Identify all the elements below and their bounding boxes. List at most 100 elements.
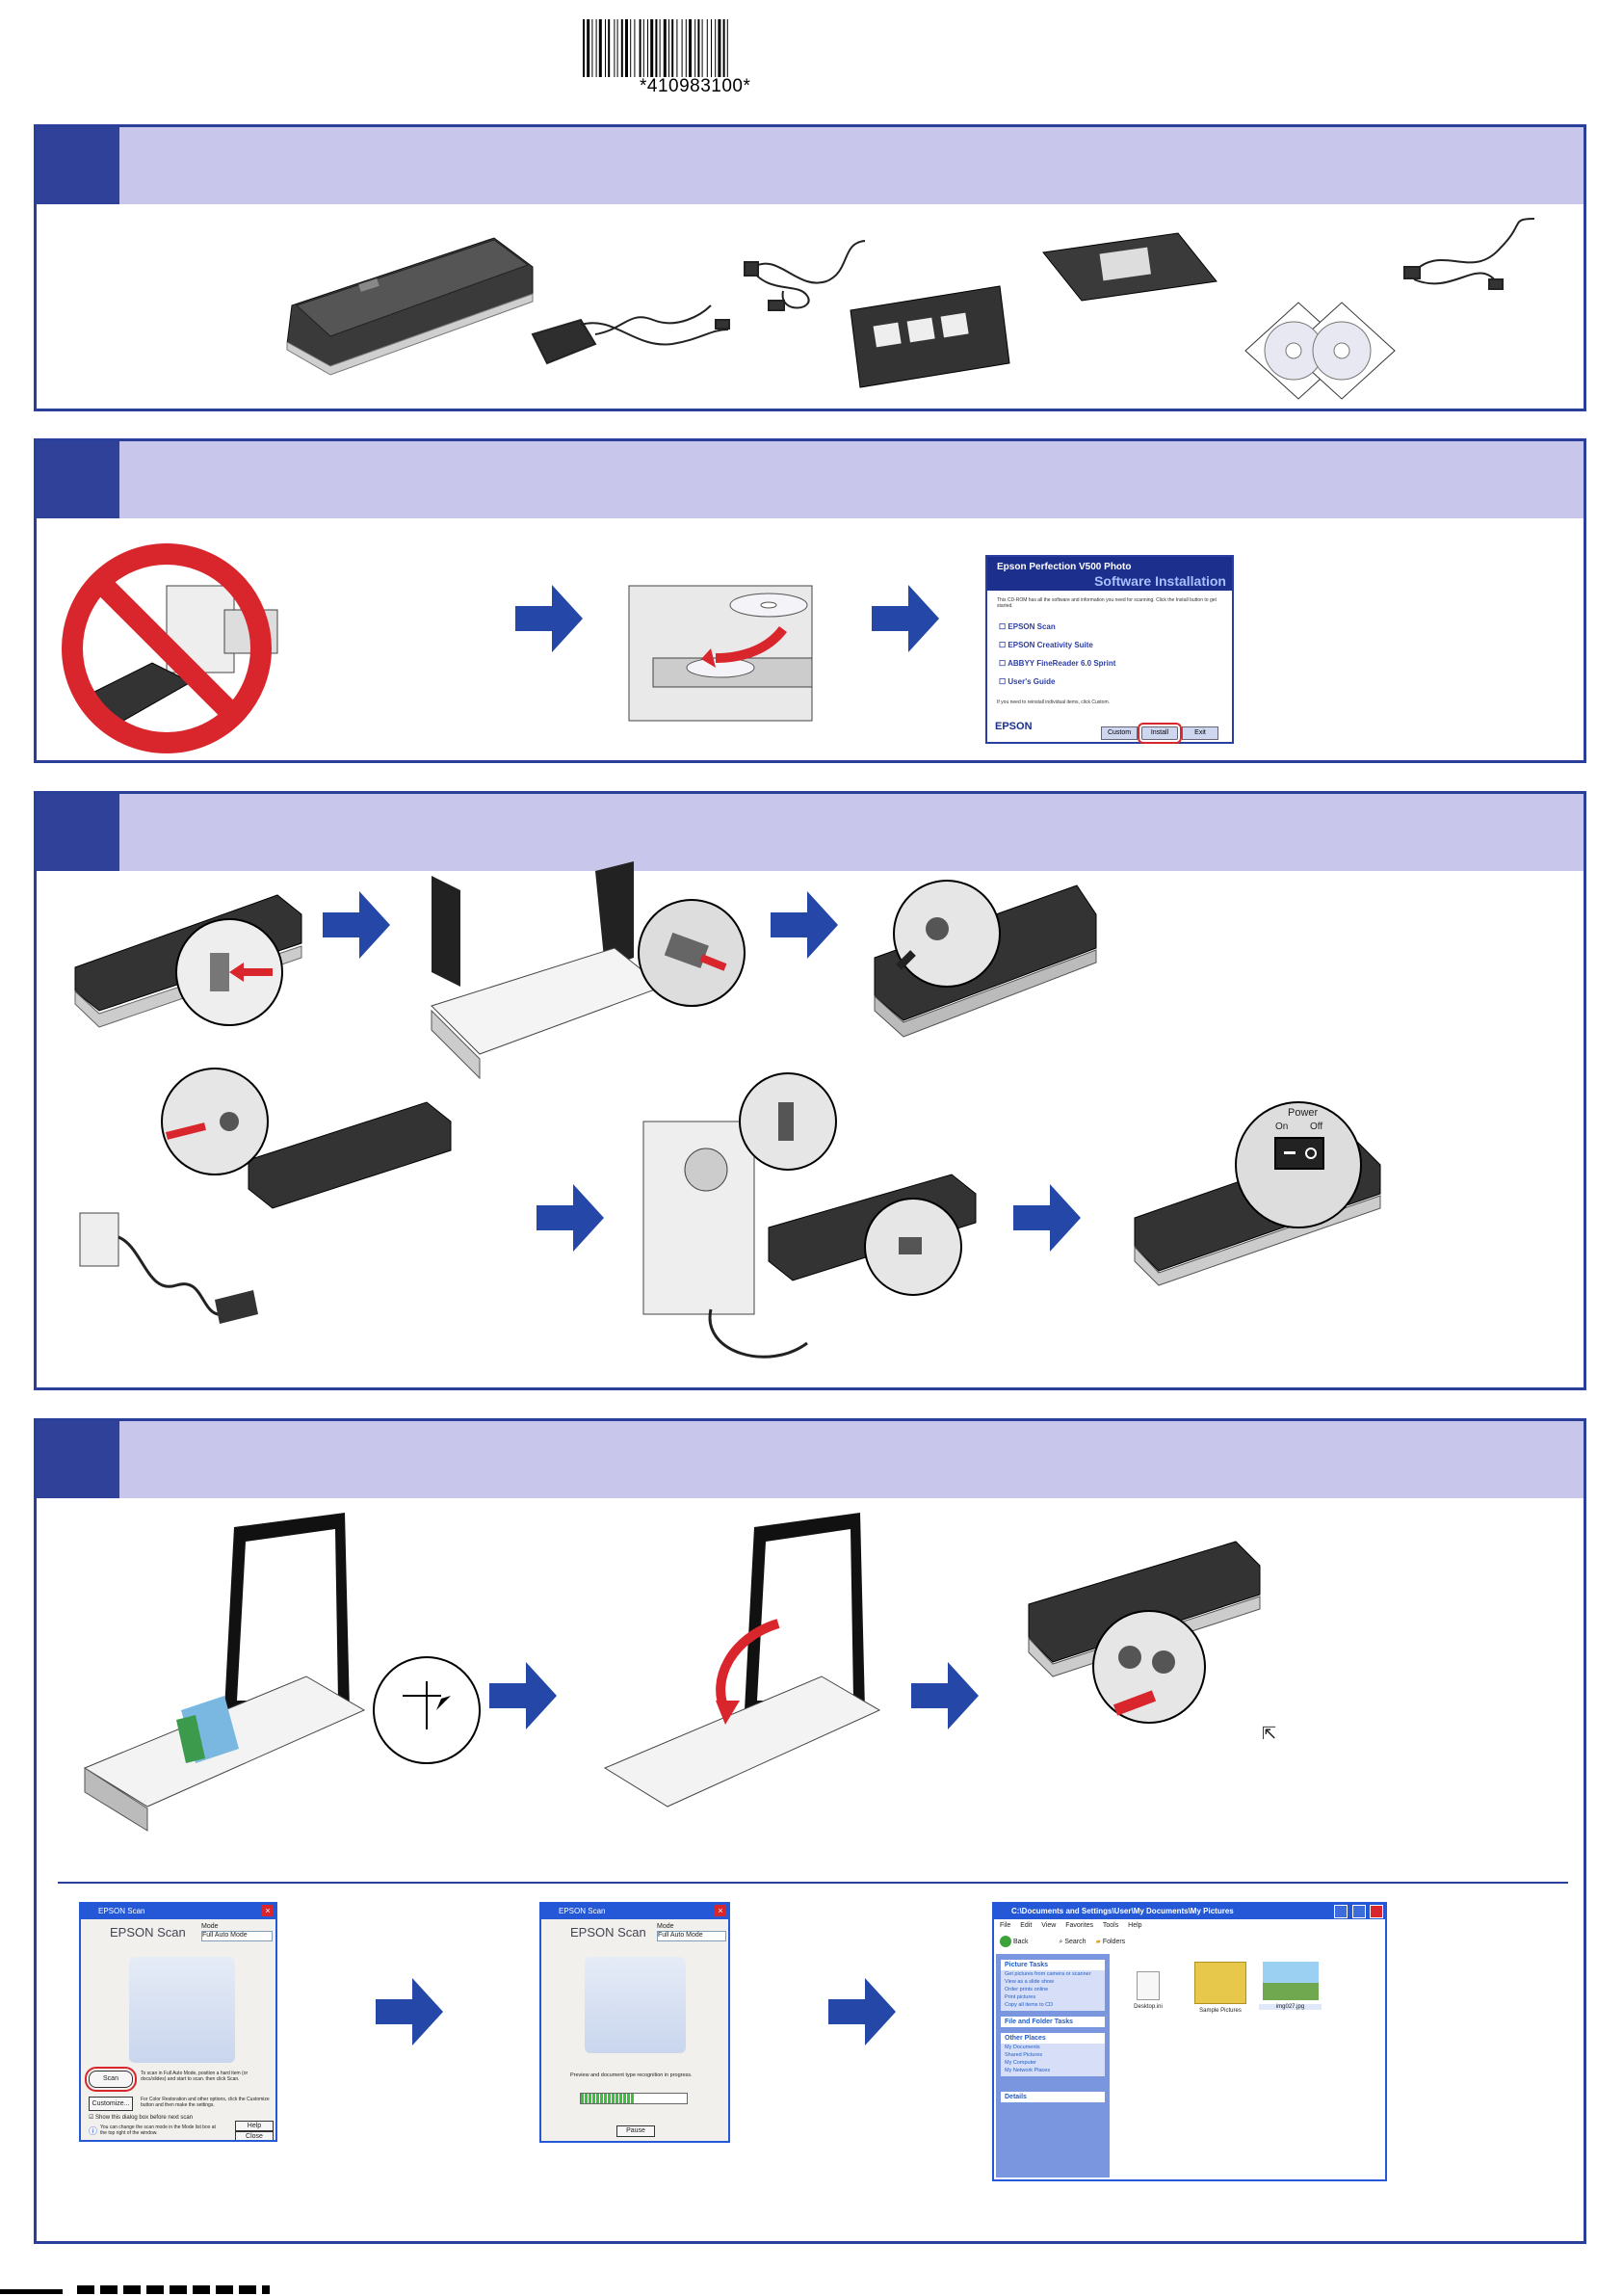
explorer-window: C:\Documents and Settings\User\My Docume… <box>992 1902 1387 2181</box>
installer-subtitle: Software Installation <box>1094 573 1226 589</box>
barcode-bar <box>660 19 661 77</box>
menu-file[interactable]: File <box>1000 1922 1010 1929</box>
picture-tasks-header[interactable]: Picture Tasks <box>1001 1960 1105 1970</box>
help-button[interactable]: Help <box>235 2121 274 2131</box>
search-button[interactable]: Search <box>1064 1939 1086 1945</box>
maximize-icon[interactable] <box>1352 1905 1366 1918</box>
barcode-bar <box>614 19 615 77</box>
folder-icon <box>1194 1962 1246 2004</box>
place-item[interactable]: My Computer <box>1001 2059 1105 2067</box>
task-item[interactable]: Copy all items to CD <box>1001 2001 1105 2011</box>
place-item[interactable]: Shared Pictures <box>1001 2051 1105 2059</box>
installer-item[interactable]: ☐ ABBYY FineReader 6.0 Sprint <box>999 659 1115 668</box>
mode-select[interactable]: Full Auto Mode <box>201 1931 273 1941</box>
folders-button[interactable]: Folders <box>1103 1939 1125 1945</box>
barcode <box>583 19 797 77</box>
other-places-header[interactable]: Other Places <box>1001 2033 1105 2044</box>
installer-item[interactable]: ☐ User's Guide <box>999 677 1055 686</box>
install-illustrations <box>37 441 1584 760</box>
epson-scan-dialog: EPSON Scan × EPSON Scan Mode Full Auto M… <box>79 1902 277 2142</box>
back-button[interactable]: Back <box>1013 1939 1029 1945</box>
unlock-transport-illustration <box>75 895 301 1027</box>
folder-item[interactable]: Sample Pictures <box>1191 1962 1249 2014</box>
barcode-bar <box>599 19 602 77</box>
installer-intro: This CD-ROM has all the software and inf… <box>997 597 1224 609</box>
installer-item[interactable]: ☐ EPSON Scan <box>999 622 1056 631</box>
window-controls <box>1334 1905 1383 1923</box>
progress-status: Preview and document type recognition in… <box>570 2072 693 2078</box>
customize-button[interactable]: Customize... <box>89 2097 133 2111</box>
barcode-bar <box>664 19 667 77</box>
flow-arrow-icon <box>771 891 838 959</box>
folder-name: Sample Pictures <box>1191 2008 1249 2014</box>
pause-button[interactable]: Pause <box>616 2125 655 2137</box>
dialog-titlebar: EPSON Scan <box>81 1904 275 1919</box>
menu-help[interactable]: Help <box>1128 1922 1141 1929</box>
close-icon[interactable]: × <box>262 1905 274 1916</box>
barcode-bar <box>723 19 725 77</box>
other-places-panel: Other Places My Documents Shared Picture… <box>1001 2033 1105 2076</box>
picture-tasks-panel: Picture Tasks Get pictures from camera o… <box>1001 1960 1105 2011</box>
scan-illustration <box>585 1957 686 2053</box>
barcode-bar <box>707 19 708 77</box>
task-item[interactable]: Print pictures <box>1001 1993 1105 2001</box>
task-item[interactable]: View as a slide show <box>1001 1978 1105 1986</box>
barcode-bar <box>694 19 695 77</box>
file-tasks-header[interactable]: File and Folder Tasks <box>1001 2017 1105 2027</box>
close-button[interactable]: Close <box>235 2131 274 2142</box>
installer-window: Epson Perfection V500 Photo Software Ins… <box>985 555 1234 744</box>
menu-edit[interactable]: Edit <box>1020 1922 1032 1929</box>
installer-item-label: EPSON Scan <box>1008 622 1055 631</box>
show-dialog-checkbox[interactable]: ☑ Show this dialog box before next scan <box>89 2114 193 2121</box>
transport-lock-illustration <box>432 861 745 1078</box>
installer-item-label: ABBYY FineReader 6.0 Sprint <box>1008 659 1115 668</box>
barcode-bar <box>647 19 648 77</box>
minimize-icon[interactable] <box>1334 1905 1348 1918</box>
barcode-bar <box>668 19 669 77</box>
barcode-bar <box>634 19 635 77</box>
barcode-bar <box>718 19 720 77</box>
close-icon[interactable]: × <box>715 1905 726 1916</box>
barcode-bar <box>727 19 728 77</box>
mode-select[interactable]: Full Auto Mode <box>657 1931 726 1941</box>
usb-cable-connect-illustration <box>643 1073 976 1357</box>
section-scan: ⇱ EPSON Scan × EPSON Scan Mode Full Auto… <box>34 1418 1586 2244</box>
task-item[interactable]: Get pictures from camera or scanner <box>1001 1970 1105 1978</box>
close-lid-illustration <box>605 1513 879 1807</box>
custom-button[interactable]: Custom <box>1101 726 1138 740</box>
search-icon[interactable]: ⌕ <box>1059 1939 1062 1945</box>
flow-arrow-icon <box>515 585 583 652</box>
place-item[interactable]: My Documents <box>1001 2044 1105 2051</box>
task-item[interactable]: Order prints online <box>1001 1986 1105 1993</box>
flow-arrow-icon <box>828 1978 896 2045</box>
installer-item[interactable]: ☐ EPSON Creativity Suite <box>999 641 1093 649</box>
section-unpack <box>34 124 1586 411</box>
barcode-bar <box>671 19 673 77</box>
usb-cable-illustration <box>1404 219 1534 289</box>
file-item[interactable]: Desktop.ini <box>1129 1971 1167 2010</box>
dialog-app-name: EPSON Scan <box>110 1925 186 1940</box>
checkbox-label: Show this dialog box before next scan <box>95 2115 193 2121</box>
barcode-bar <box>643 19 644 77</box>
menu-view[interactable]: View <box>1041 1922 1056 1929</box>
install-button[interactable]: Install <box>1141 726 1178 740</box>
barcode-bar <box>630 19 631 77</box>
progress-fill <box>581 2094 634 2103</box>
place-item[interactable]: My Network Places <box>1001 2067 1105 2076</box>
section-connect-scanner: Power On Off <box>34 791 1586 1390</box>
flow-arrow-icon <box>489 1662 557 1729</box>
close-icon[interactable] <box>1370 1905 1383 1918</box>
menu-tools[interactable]: Tools <box>1103 1922 1118 1929</box>
back-icon[interactable] <box>1000 1936 1011 1947</box>
scan-button[interactable]: Scan <box>89 2071 133 2088</box>
menu-favorites[interactable]: Favorites <box>1065 1922 1093 1929</box>
details-header[interactable]: Details <box>1001 2092 1105 2102</box>
file-name: Desktop.ini <box>1129 2004 1167 2010</box>
flow-arrow-icon <box>911 1662 979 1729</box>
ac-adapter-illustration <box>533 241 865 363</box>
folders-icon[interactable]: ▰ <box>1095 1939 1100 1945</box>
flow-arrow-icon <box>1013 1184 1081 1252</box>
power-on-illustration <box>1135 1102 1380 1285</box>
image-item[interactable]: img027.jpg <box>1259 1962 1322 2010</box>
exit-button[interactable]: Exit <box>1182 726 1218 740</box>
